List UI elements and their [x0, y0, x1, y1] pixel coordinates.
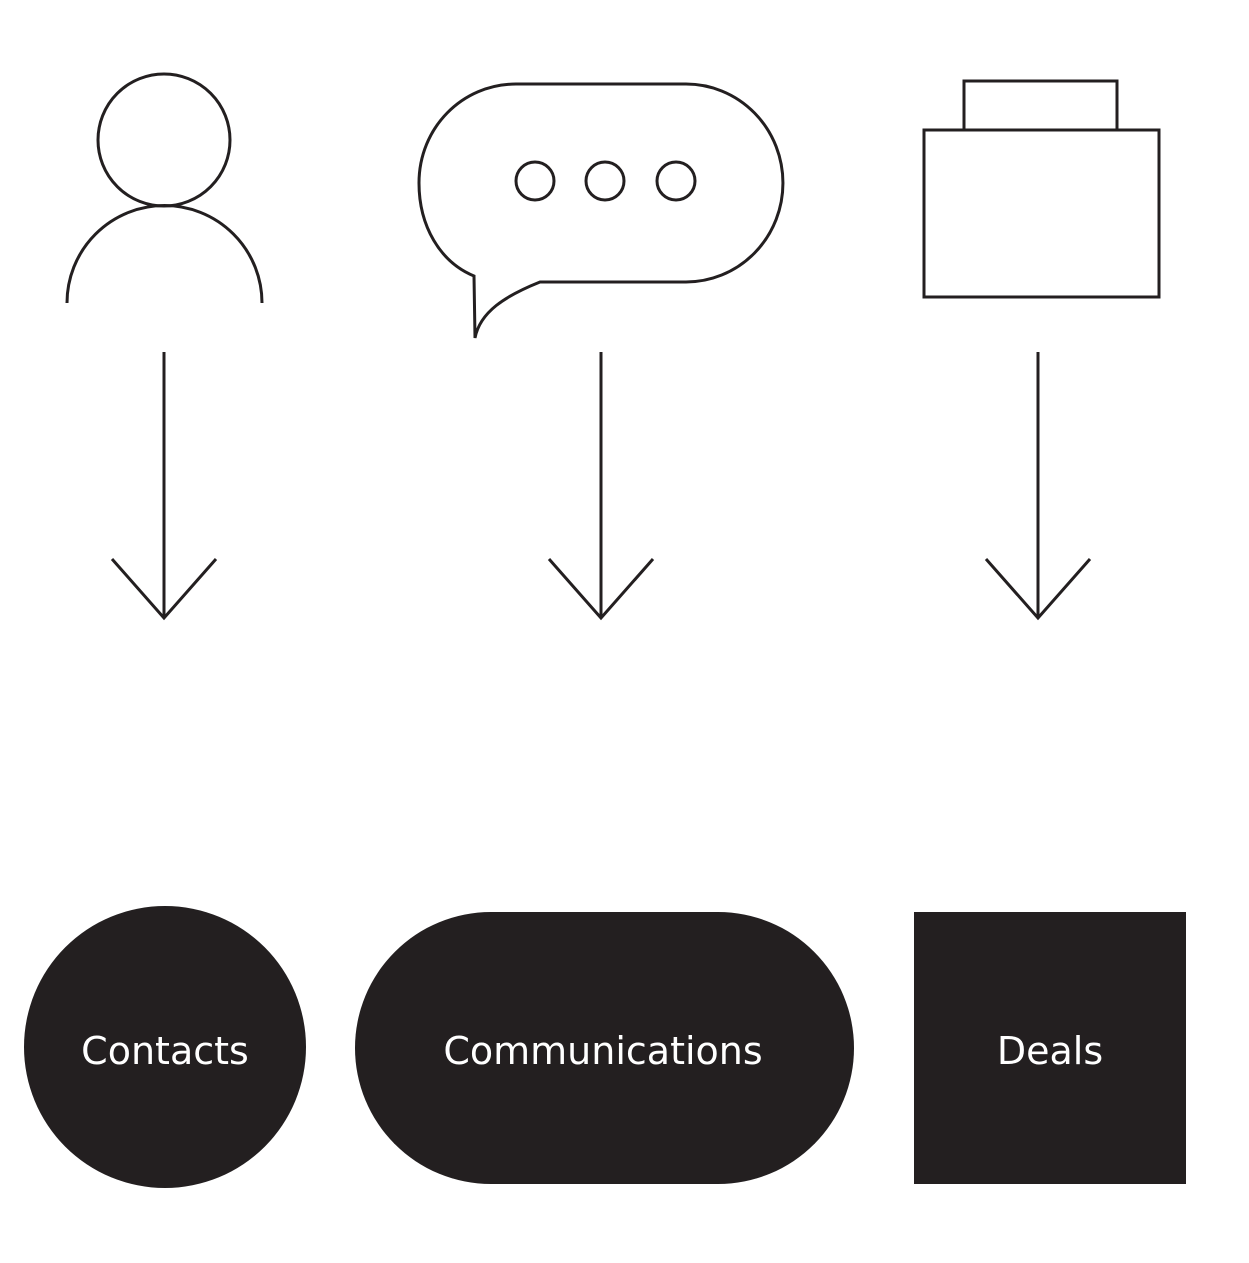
deals-label: Deals [997, 1029, 1103, 1073]
typing-dot-1 [514, 160, 556, 202]
down-arrow-icon [984, 352, 1092, 621]
speech-bubble-icon [417, 82, 785, 339]
communications-label: Communications [443, 1029, 762, 1073]
typing-dot-3 [655, 160, 697, 202]
contacts-circle [24, 906, 306, 1188]
person-icon [65, 72, 264, 304]
typing-dot-2 [584, 160, 626, 202]
communications-node: Communications [355, 912, 854, 1184]
down-arrow-icon [547, 352, 655, 621]
briefcase-icon [922, 79, 1161, 299]
communications-pill [355, 912, 854, 1184]
deals-node: Deals [914, 912, 1186, 1184]
down-arrow-icon [110, 352, 218, 621]
contacts-label: Contacts [81, 1029, 249, 1073]
contacts-node: Contacts [24, 906, 306, 1188]
deals-square [914, 912, 1186, 1184]
